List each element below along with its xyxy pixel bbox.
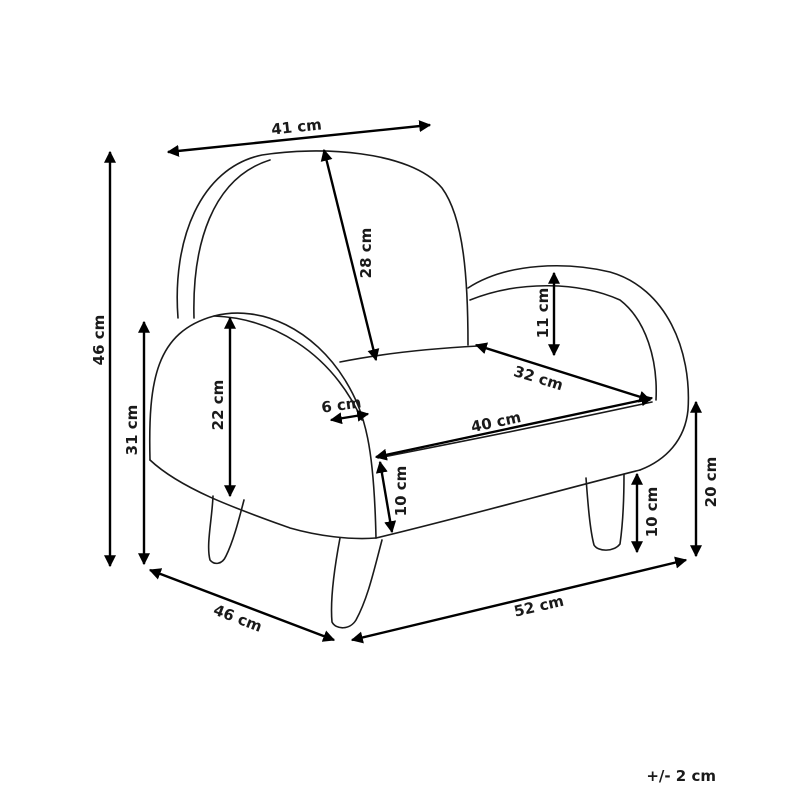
label-arm-rise: 11 cm: [534, 288, 552, 339]
label-seat-depth: 32 cm: [512, 362, 566, 394]
backrest-inner-edge: [193, 159, 271, 319]
label-back-height: 28 cm: [357, 228, 375, 279]
label-width: 52 cm: [512, 592, 565, 621]
arrow-back-height: [320, 148, 380, 362]
tolerance-note: +/- 2 cm: [646, 767, 716, 785]
seat-front-edge: [375, 469, 641, 539]
dimension-arrows: [104, 120, 702, 644]
arrow-width: [350, 556, 688, 644]
left-front-leg: [330, 537, 383, 629]
arrow-seat-depth: [474, 342, 652, 403]
label-depth: 46 cm: [211, 601, 265, 636]
arrow-arm-width: [329, 409, 370, 425]
arrow-depth: [148, 568, 336, 642]
arrow-seat-width: [374, 394, 654, 461]
arrow-seat-cushion-front: [375, 460, 397, 534]
label-leg-height: 10 cm: [643, 487, 661, 538]
label-seat-height: 20 cm: [702, 457, 720, 508]
left-arm-base: [149, 459, 377, 540]
seat-back-edge: [339, 345, 479, 363]
label-seat-cushion-front: 10 cm: [392, 466, 410, 517]
right-arm-inner-edge: [469, 284, 657, 401]
label-top-width: 41 cm: [270, 115, 322, 138]
arrow-top-width: [166, 120, 432, 157]
label-total-height: 46 cm: [90, 315, 108, 366]
right-arm-outline: [467, 265, 690, 471]
dimension-labels: 41 cm 46 cm 28 cm 31 cm 22 cm 6 cm 11 cm…: [90, 115, 720, 635]
label-arm-height-total: 31 cm: [123, 405, 141, 456]
left-back-leg: [207, 495, 245, 565]
label-arm-inner-height: 22 cm: [209, 380, 227, 431]
right-front-leg: [585, 473, 625, 551]
label-arm-width: 6 cm: [320, 393, 362, 416]
left-arm-outline: [148, 312, 377, 539]
